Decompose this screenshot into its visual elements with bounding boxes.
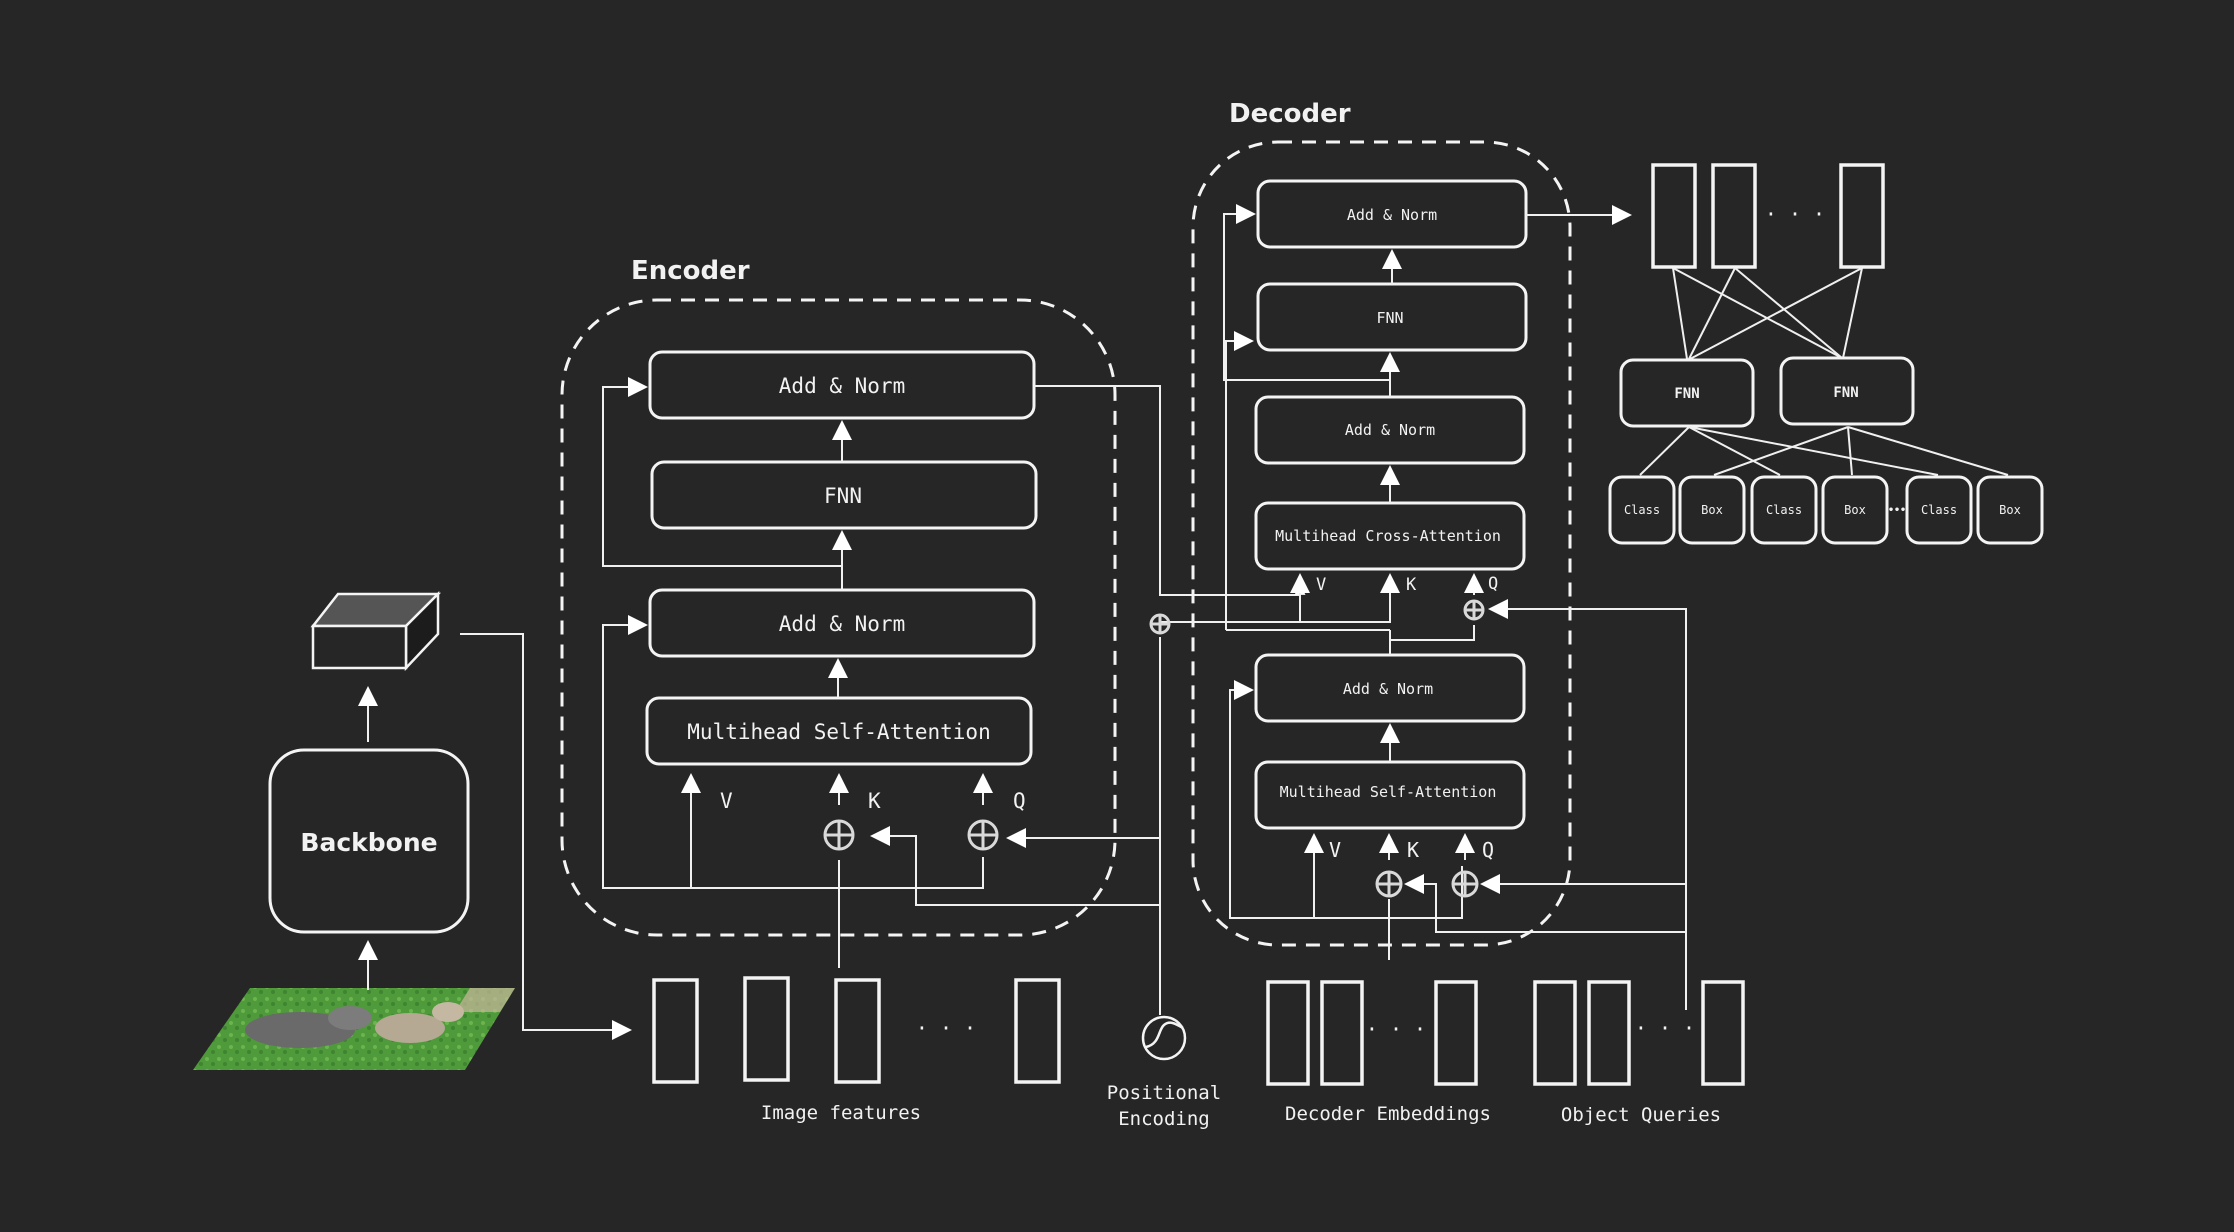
output-to-ffn-connections [1672,267,1863,360]
decoder-title: Decoder [1229,99,1351,129]
positional-encoding-label-line1: Positional [1107,1082,1221,1104]
box-prediction-1[interactable] [1678,475,1746,545]
encoder-self-attention-label: Multihead Self-Attention [687,720,990,744]
box-ffn-label: FNN [1833,385,1858,401]
box-ffn-head[interactable] [1779,356,1915,426]
decoder-embedding-token [1320,980,1364,1086]
enc-q-label: Q [1013,789,1026,813]
decoder-add-norm-bottom-label: Add & Norm [1343,680,1433,698]
decoder-outputs-group: · · · [1651,163,1885,269]
decoder-output-token [1651,163,1697,269]
predictions-ellipsis: ••• [1888,505,1906,516]
object-query-token [1701,980,1745,1086]
circled-plus-icon [1451,870,1479,898]
image-feature-token [743,976,790,1082]
circled-plus-icon [1375,870,1403,898]
class-prediction-3[interactable] [1905,475,1973,545]
circled-plus-icon [1463,599,1485,621]
image-feature-token [834,978,881,1084]
decoder-outputs-ellipsis: · · · [1765,202,1825,226]
backbone-block[interactable] [268,748,470,934]
object-queries-ellipsis: · · · [1635,1016,1695,1040]
class-prediction-2[interactable] [1750,475,1818,545]
dog-1 [245,1012,355,1048]
enc-v-label: V [720,789,733,813]
decoder-embeddings-group: · · · [1266,980,1478,1086]
box-prediction-2[interactable] [1821,475,1889,545]
box-prediction-label: Box [1844,503,1866,517]
circled-plus-icon [967,819,999,851]
encoder-add-norm-top-label: Add & Norm [779,374,905,398]
encoder-fnn[interactable] [650,460,1038,530]
image-feature-token [652,978,699,1084]
circled-plus-icon [1149,613,1171,635]
decoder-embeddings-ellipsis: · · · [1366,1017,1426,1041]
image-features-label: Image features [761,1102,921,1124]
decoder-add-norm-top-label: Add & Norm [1347,206,1437,224]
encoder-add-norm-bottom-label: Add & Norm [779,612,905,636]
dec-cross-k-arrow [1174,573,1400,623]
ffn-to-output-connections [1639,426,2009,476]
image-features-ellipsis: · · · [916,1016,976,1040]
decoder-embedding-token [1434,980,1478,1086]
class-prediction-label: Class [1921,503,1957,517]
prediction-outputs: Class Box Class Box ••• Class Box [1608,475,2044,545]
encoder-container [560,298,1117,937]
dec-cross-q-label: Q [1488,574,1498,594]
dec-self-q-label: Q [1482,838,1494,862]
class-prediction-label: Class [1766,503,1802,517]
object-queries-to-cross-q [1488,599,1687,1010]
object-query-token [1533,980,1577,1086]
box-prediction-label: Box [1701,503,1723,517]
enc-k-label: K [868,789,881,813]
dec-skip-top [1223,204,1390,381]
image-features-group: · · · [652,976,1061,1084]
dec-cross-v-label: V [1316,575,1326,595]
backbone-label: Backbone [300,828,437,857]
decoder-embeddings-label: Decoder Embeddings [1285,1103,1491,1125]
encoder-fnn-label: FNN [824,484,862,508]
class-prediction-1[interactable] [1608,475,1676,545]
dec-skip-middle-arrow [1225,331,1254,630]
class-prediction-label: Class [1624,503,1660,517]
decoder-output-token [1839,163,1885,269]
pos-enc-to-enc-k [870,826,1160,906]
decoder-embedding-token [1266,980,1310,1086]
dec-cross-k-label: K [1406,575,1417,595]
dec-cross-q-line [1390,625,1475,641]
positional-encoding-label-line2: Encoding [1118,1108,1210,1130]
dec-self-v-label: V [1329,838,1341,862]
decoder-cross-attention-label: Multihead Cross-Attention [1275,527,1501,545]
decoder-fnn-label: FNN [1376,309,1403,327]
object-query-token [1587,980,1631,1086]
class-ffn-head[interactable] [1619,358,1755,428]
object-queries-to-self-k [1404,874,1686,933]
class-ffn-label: FNN [1674,386,1699,402]
enc-skip-top [602,377,842,567]
object-queries-label: Object Queries [1561,1104,1721,1126]
dec-skip-bottom [1229,680,1463,919]
object-queries-group: · · · [1533,980,1745,1086]
cuboid-icon [310,590,442,672]
sinusoid-circle-icon [1141,1015,1187,1061]
box-prediction-label: Box [1999,503,2021,517]
features-to-tokens-arrow [460,633,632,1040]
decoder-add-norm-middle-label: Add & Norm [1345,421,1435,439]
decoder-self-attention-label: Multihead Self-Attention [1280,783,1497,801]
decoder-container [1191,140,1572,947]
dog-2 [375,1013,445,1043]
box-prediction-3[interactable] [1976,475,2044,545]
circled-plus-icon [823,819,855,851]
decoder-output-token [1711,163,1757,269]
input-image [193,988,515,1070]
dec-self-k-label: K [1407,838,1419,862]
image-feature-token [1014,978,1061,1084]
encoder-title: Encoder [631,256,750,286]
enc-skip-bottom [602,615,984,889]
dec-cross-v-arrow [1160,573,1310,623]
